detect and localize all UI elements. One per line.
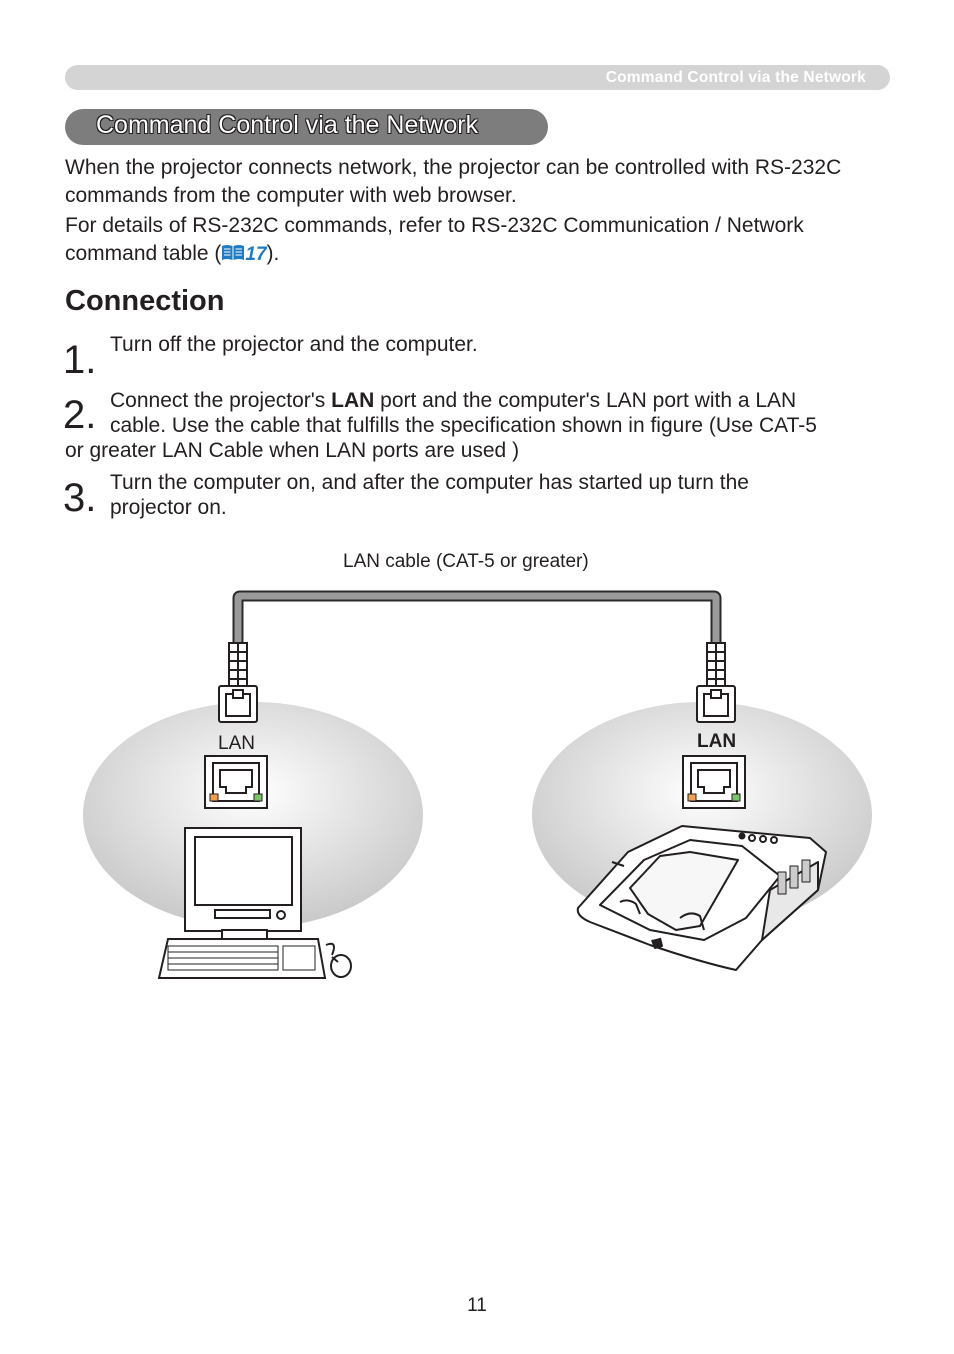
computer-lan-port-icon: [204, 755, 268, 809]
computer-icon: [157, 827, 352, 979]
step-3-line-1: Turn the computer on, and after the comp…: [110, 471, 749, 494]
step-1-text: Turn off the projector and the computer.: [110, 333, 478, 356]
projector-lan-label: LAN: [697, 731, 737, 752]
page-number: 11: [467, 1295, 487, 1316]
running-header-title: Command Control via the Network: [605, 69, 866, 86]
intro-paragraph-2: For details of RS-232C commands, refer t…: [65, 212, 875, 269]
projector-icon: [576, 825, 827, 971]
step-2-text-after: port and the computer's LAN port with a …: [374, 389, 797, 412]
page-reference-link[interactable]: 17: [245, 244, 267, 265]
step-2-text-before: Connect the projector's: [110, 389, 332, 412]
step-1-number: 1.: [63, 338, 97, 382]
intro-paragraph-1: When the projector connects network, the…: [65, 156, 842, 207]
step-3-number: 3.: [63, 476, 97, 520]
running-header-bar: Command Control via the Network: [65, 65, 890, 90]
intro-paragraph-2-suffix: ).: [266, 242, 280, 265]
step-2-line-1: Connect the projector's LAN port and the…: [110, 388, 796, 413]
book-icon: [222, 245, 245, 260]
step-2-line-2: cable. Use the cable that fulfills the s…: [110, 414, 817, 437]
section-title-pill: Command Control via the Network: [65, 109, 548, 145]
step-3-line-2: projector on.: [110, 496, 227, 519]
left-rj45-plug-icon: [218, 642, 258, 723]
computer-lan-label: LAN: [218, 733, 255, 754]
right-rj45-plug-icon: [696, 642, 736, 723]
step-2-line-3: or greater LAN Cable when LAN ports are …: [65, 439, 520, 462]
step-2-lan-bold: LAN: [331, 389, 375, 412]
step-2-number: 2.: [63, 393, 97, 437]
lan-cable: [232, 590, 722, 645]
lan-cable-label: LAN cable (CAT-5 or greater): [343, 551, 589, 572]
section-title: Command Control via the Network: [96, 111, 479, 139]
connection-heading: Connection: [65, 285, 225, 317]
projector-lan-port-icon: [682, 755, 746, 809]
connection-diagram: [83, 590, 872, 979]
computer-area-ellipse: [83, 702, 423, 928]
intro-paragraph-2-text: For details of RS-232C commands, refer t…: [65, 214, 804, 265]
